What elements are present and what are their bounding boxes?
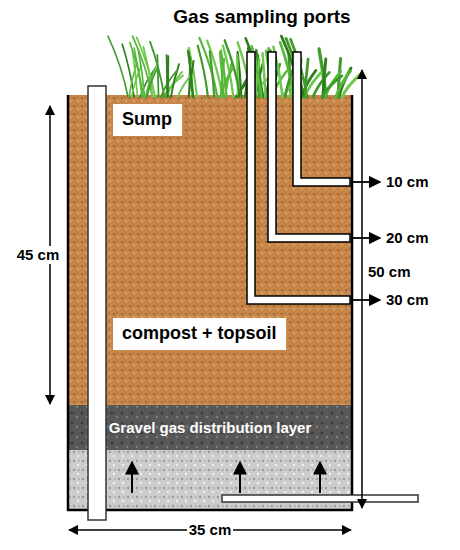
dimension-label: 50 cm [366,263,413,281]
dimension-label: 45 cm [15,246,62,264]
port-depth-arrows [352,182,380,300]
node-text: compost + topsoil [122,323,277,343]
gravel-band [68,405,352,450]
dimension-label: 10 cm [384,173,431,191]
dimension-label: 35 cm [187,521,234,539]
node-text: Sump [122,109,172,129]
dimension-label: 30 cm [384,291,431,309]
grass [108,36,360,97]
soil-fill [68,95,352,405]
dimension-label: 20 cm [384,229,431,247]
node-text: Gravel gas distribution layer [109,419,312,436]
zone-label: Sump [113,104,182,136]
diagram-title: Gas sampling ports [173,6,350,29]
gas-inlet-pipe [222,495,418,502]
gas-flow-arrows [132,462,320,493]
gravel-layer: Gravel gas distribution layer [68,405,352,450]
sump-pipe [88,86,106,520]
zone-label: compost + topsoil [113,318,286,350]
dimension-arrows [50,70,362,530]
sampling-tubes [247,52,350,304]
